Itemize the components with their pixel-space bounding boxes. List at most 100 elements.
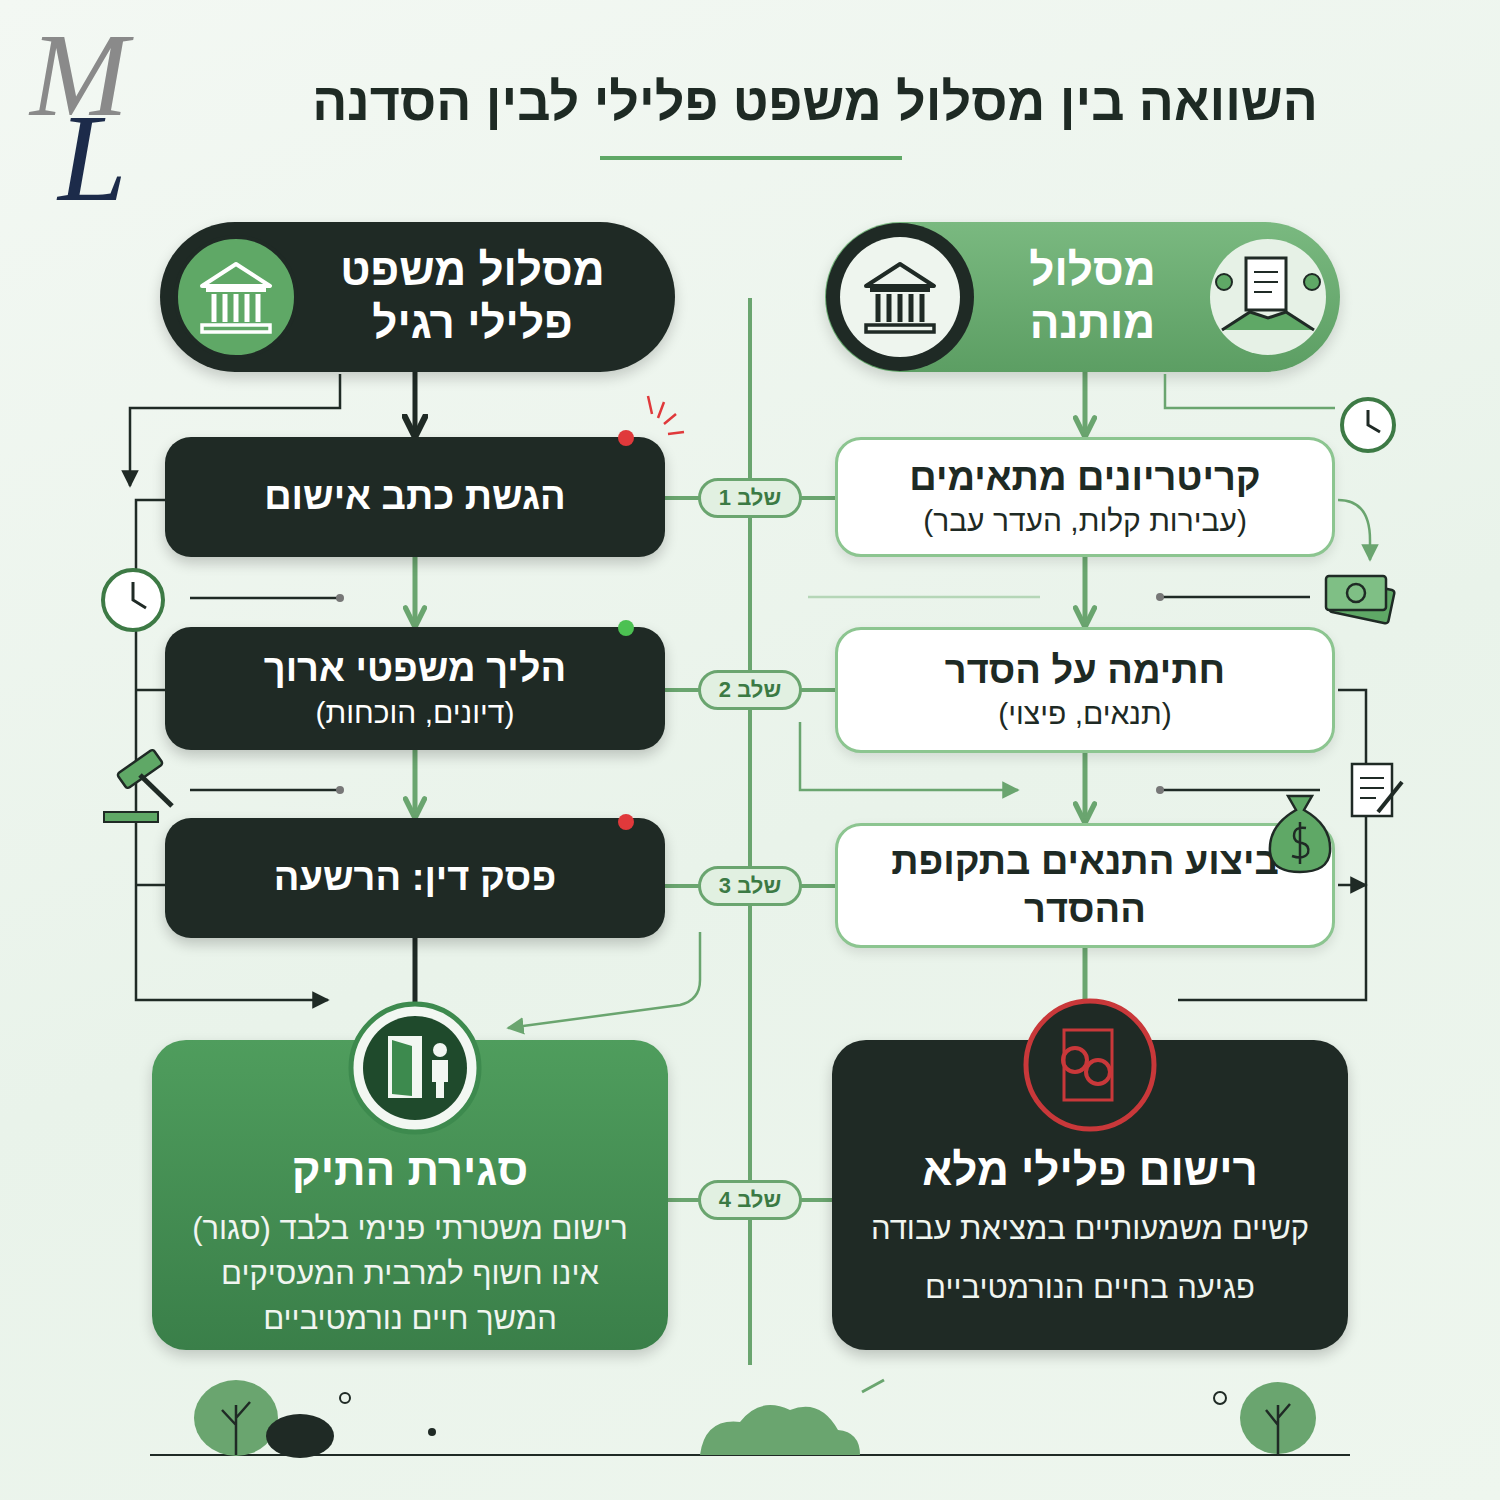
bush-shape	[700, 1405, 860, 1455]
clock-face	[103, 570, 163, 630]
node-text: (תנאים, פיצוי)	[998, 694, 1171, 733]
node-heading: מסלול משפט פלילי רגיל	[310, 244, 635, 350]
process-box: ביצוע התנאים בתקופת ההסדר	[835, 823, 1335, 948]
flow-arrow	[413, 372, 418, 437]
outcome-box: רישום פלילי מלא קשיים משמעותיים במציאת עב…	[832, 1040, 1348, 1350]
page-shape	[1352, 764, 1392, 816]
bill-shape	[1329, 578, 1395, 624]
leader-line	[1162, 789, 1320, 792]
flow-arrow	[1083, 753, 1088, 823]
bill-coin	[1347, 584, 1365, 602]
node-heading: רישום פלילי מלא	[922, 1145, 1258, 1195]
node-heading: חתימה על הסדר	[945, 647, 1225, 695]
connector-line	[802, 884, 835, 888]
money-icon	[1326, 576, 1395, 624]
connector-line	[748, 906, 752, 1180]
outcome-box: סגירת התיק רישום משטרתי פנימי בלבד (סגור)…	[152, 1040, 668, 1350]
clock-hands	[1368, 410, 1380, 432]
connector-line	[665, 688, 698, 692]
flow-arrow	[1083, 557, 1088, 627]
connector-line	[802, 688, 835, 692]
node-text: המשך חיים נורמטיביים	[263, 1297, 557, 1342]
document-icon	[1352, 764, 1402, 816]
text-line	[1360, 778, 1384, 798]
node-heading: הגשת כתב אישום	[264, 473, 566, 521]
leader-line	[808, 596, 1040, 599]
node-text: (עבירות קלות, העדר עבר)	[923, 501, 1247, 540]
track-header: מסלול מותנה	[825, 222, 1340, 372]
node-text: פגיעה בחיים הנורמטיביים	[925, 1266, 1255, 1311]
dash-shape	[862, 1380, 884, 1392]
process-box: פסק דין: הרשעה	[165, 818, 665, 938]
bill-shape	[1326, 576, 1386, 610]
gavel-head	[117, 749, 163, 789]
step-badge: שלב 1	[698, 478, 802, 518]
node-heading: שלב 3	[719, 873, 781, 899]
connector-line	[802, 496, 835, 500]
node-heading: שלב 1	[719, 485, 781, 511]
connector-line	[665, 884, 698, 888]
connector-line	[748, 710, 752, 866]
gavel-handle	[140, 775, 172, 806]
side-bracket	[1165, 374, 1335, 408]
side-bracket	[1338, 500, 1370, 560]
leader-line	[190, 789, 338, 792]
node-text: קשיים משמעותיים במציאת עבודה	[871, 1207, 1309, 1252]
dot-shape	[340, 1393, 350, 1403]
title-underline	[600, 156, 902, 160]
process-box: הליך משפטי ארוך(דיונים, הוכחות)	[165, 627, 665, 750]
step-badge: שלב 4	[698, 1180, 802, 1220]
leader-dot	[336, 786, 344, 794]
diagram-title: השוואה בין מסלול משפט פלילי לבין הסדנה	[190, 72, 1440, 132]
clock-hands	[133, 582, 146, 608]
node-heading: שלב 4	[719, 1187, 781, 1213]
flow-arrow	[1083, 948, 1088, 1040]
node-text: רישום משטרתי פנימי בלבד (סגור)	[192, 1207, 628, 1252]
tree-trunk	[222, 1402, 250, 1455]
node-heading: סגירת התיק	[292, 1145, 528, 1195]
node-heading: הליך משפטי ארוך	[264, 645, 567, 693]
clock-icon	[103, 570, 163, 630]
step-badge: שלב 3	[698, 866, 802, 906]
gavel-base	[104, 812, 158, 822]
flow-arrow	[413, 938, 418, 1040]
process-box: הגשת כתב אישום	[165, 437, 665, 557]
flow-arrow	[1083, 372, 1088, 437]
flow-arrow	[413, 557, 418, 627]
node-heading: פסק דין: הרשעה	[274, 854, 556, 902]
step-badge: שלב 2	[698, 670, 802, 710]
connector-line	[802, 1198, 832, 1202]
logo-letter: L	[58, 88, 127, 230]
clock-icon	[1342, 399, 1394, 451]
gavel-icon	[104, 749, 172, 822]
leader-dot	[336, 594, 344, 602]
bush-shape	[1240, 1382, 1316, 1454]
process-box: קריטריונים מתאימים(עבירות קלות, העדר עבר…	[835, 437, 1335, 557]
leader-dot	[1156, 593, 1164, 601]
tree-trunk	[1266, 1404, 1290, 1455]
node-text: אינו חשוף למרבית המעסיקים	[221, 1252, 599, 1297]
pen-shape	[1378, 782, 1402, 812]
connector-line	[668, 1198, 698, 1202]
node-heading: מסלול מותנה	[985, 244, 1200, 350]
connector-line	[748, 518, 752, 670]
node-heading: שלב 2	[719, 677, 781, 703]
leader-line	[190, 597, 338, 600]
track-header: מסלול משפט פלילי רגיל	[160, 222, 675, 372]
flow-arrow	[413, 750, 418, 818]
alert-rays	[648, 396, 684, 434]
node-text: (דיונים, הוכחות)	[316, 693, 515, 732]
spine-line	[748, 298, 752, 478]
leader-line	[1162, 596, 1310, 599]
bush-shape	[194, 1380, 278, 1456]
clock-face	[1342, 399, 1394, 451]
ground-line	[150, 1454, 1350, 1456]
ground-scenery	[150, 1380, 1350, 1458]
node-heading: קריטריונים מתאימים	[909, 454, 1260, 502]
side-bracket	[508, 932, 700, 1028]
process-box: חתימה על הסדר(תנאים, פיצוי)	[835, 627, 1335, 753]
leader-dot	[1156, 786, 1164, 794]
connector-line	[665, 496, 698, 500]
bush-shape	[266, 1414, 334, 1458]
dot-shape	[428, 1428, 436, 1436]
